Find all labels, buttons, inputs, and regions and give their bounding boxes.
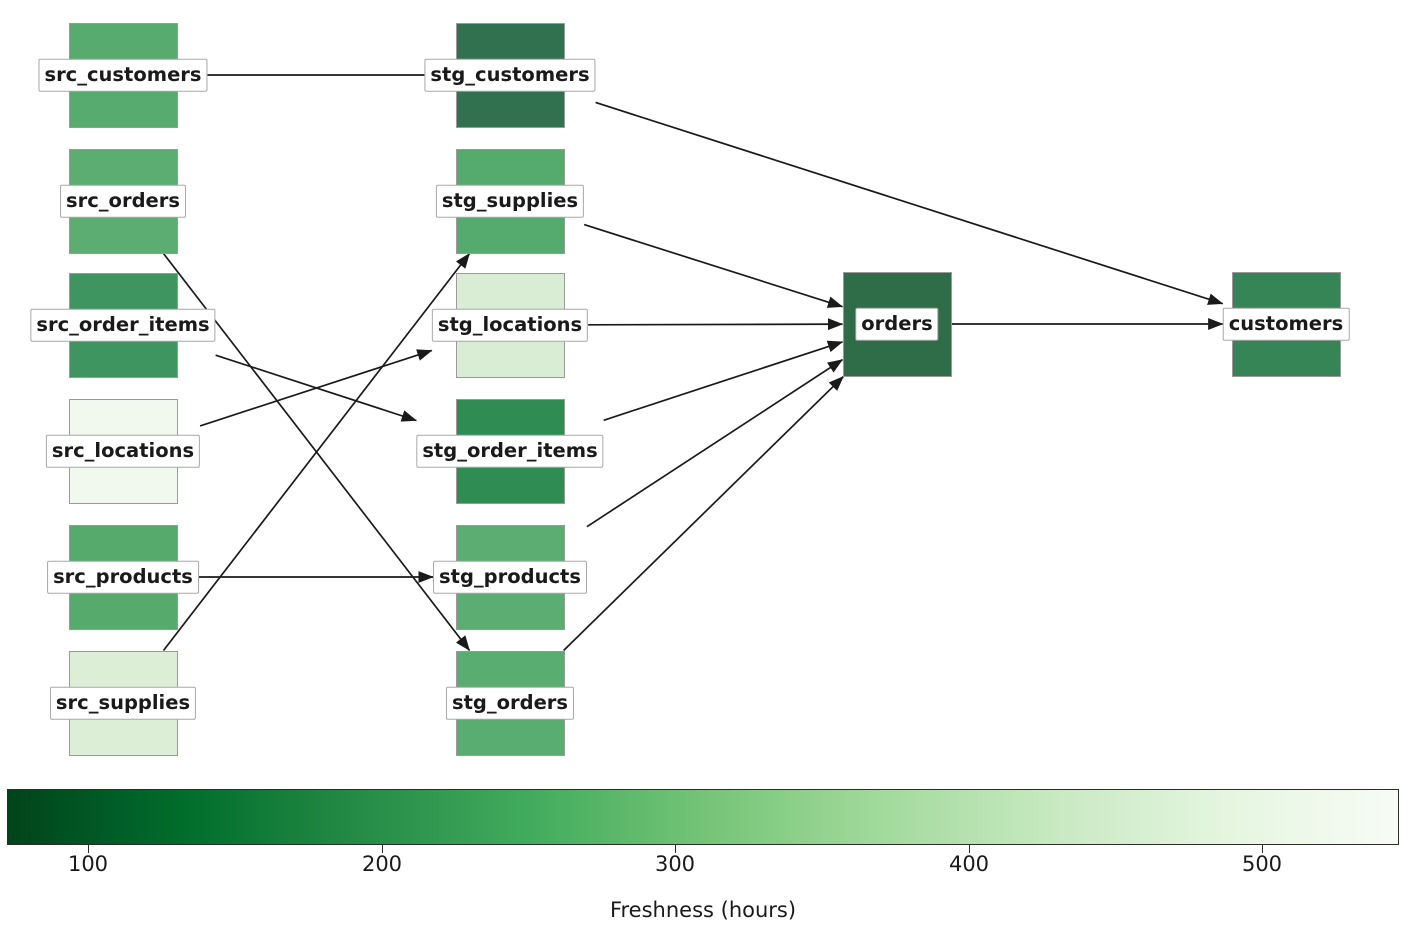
edge-stg_locations-to-orders [588,318,844,331]
edge-stg_supplies-to-orders [583,223,844,308]
colorbar-tick-label-400: 400 [948,852,990,876]
edge-stg_products-to-orders [586,358,844,528]
node-label-stg_locations: stg_locations [431,308,589,342]
colorbar-tick-400 [969,845,971,853]
node-label-src_orders: src_orders [60,184,186,218]
edges-group [162,74,1224,652]
node-label-src_order_items: src_order_items [30,308,216,342]
colorbar-tick-200 [382,845,384,853]
node-label-orders: orders [855,307,939,341]
edge-stg_orders-to-orders [563,375,844,652]
node-label-stg_supplies: stg_supplies [435,184,585,218]
colorbar-tick-label-100: 100 [67,852,109,876]
edge-stg_order_items-to-orders [603,340,844,422]
colorbar-tick-100 [88,845,90,853]
colorbar-tick-label-300: 300 [654,852,696,876]
node-label-src_locations: src_locations [45,434,201,468]
edge-stg_customers-to-customers [595,101,1224,305]
colorbar-tick-label-200: 200 [361,852,403,876]
colorbar[interactable] [7,789,1399,845]
node-label-src_customers: src_customers [38,58,208,92]
node-label-stg_customers: stg_customers [424,58,596,92]
colorbar-axis-label: Freshness (hours) [609,898,797,922]
node-label-src_products: src_products [47,560,199,594]
colorbar-gradient [7,789,1399,845]
edge-src_supplies-to-stg_supplies [162,252,471,652]
node-label-stg_products: stg_products [433,560,587,594]
node-label-customers: customers [1222,307,1350,341]
node-label-stg_orders: stg_orders [445,686,575,720]
node-label-stg_order_items: stg_order_items [416,434,604,468]
colorbar-tick-label-500: 500 [1241,852,1283,876]
edge-src_locations-to-stg_locations [199,349,433,427]
node-label-src_supplies: src_supplies [49,686,197,720]
colorbar-tick-300 [675,845,677,853]
colorbar-tick-500 [1262,845,1264,853]
